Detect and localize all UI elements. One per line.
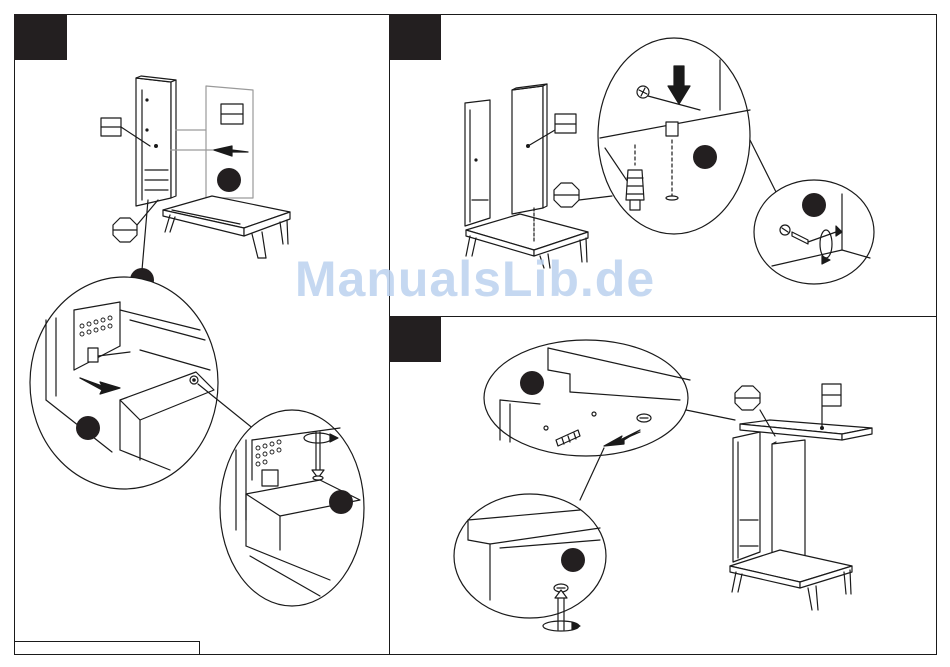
top-right-detail-circle-small [754,180,874,284]
top-right-assembly-overview [465,84,612,268]
left-detail-circle-small [220,410,364,606]
left-assembly-overview [101,76,290,292]
bottom-right-detail-circle-small [454,494,606,631]
bottom-right-assembly-overview [686,384,872,610]
left-detail-circle-large [30,277,255,489]
top-right-detail-circle-large [598,38,778,234]
bottom-right-detail-circle-large [484,340,690,500]
